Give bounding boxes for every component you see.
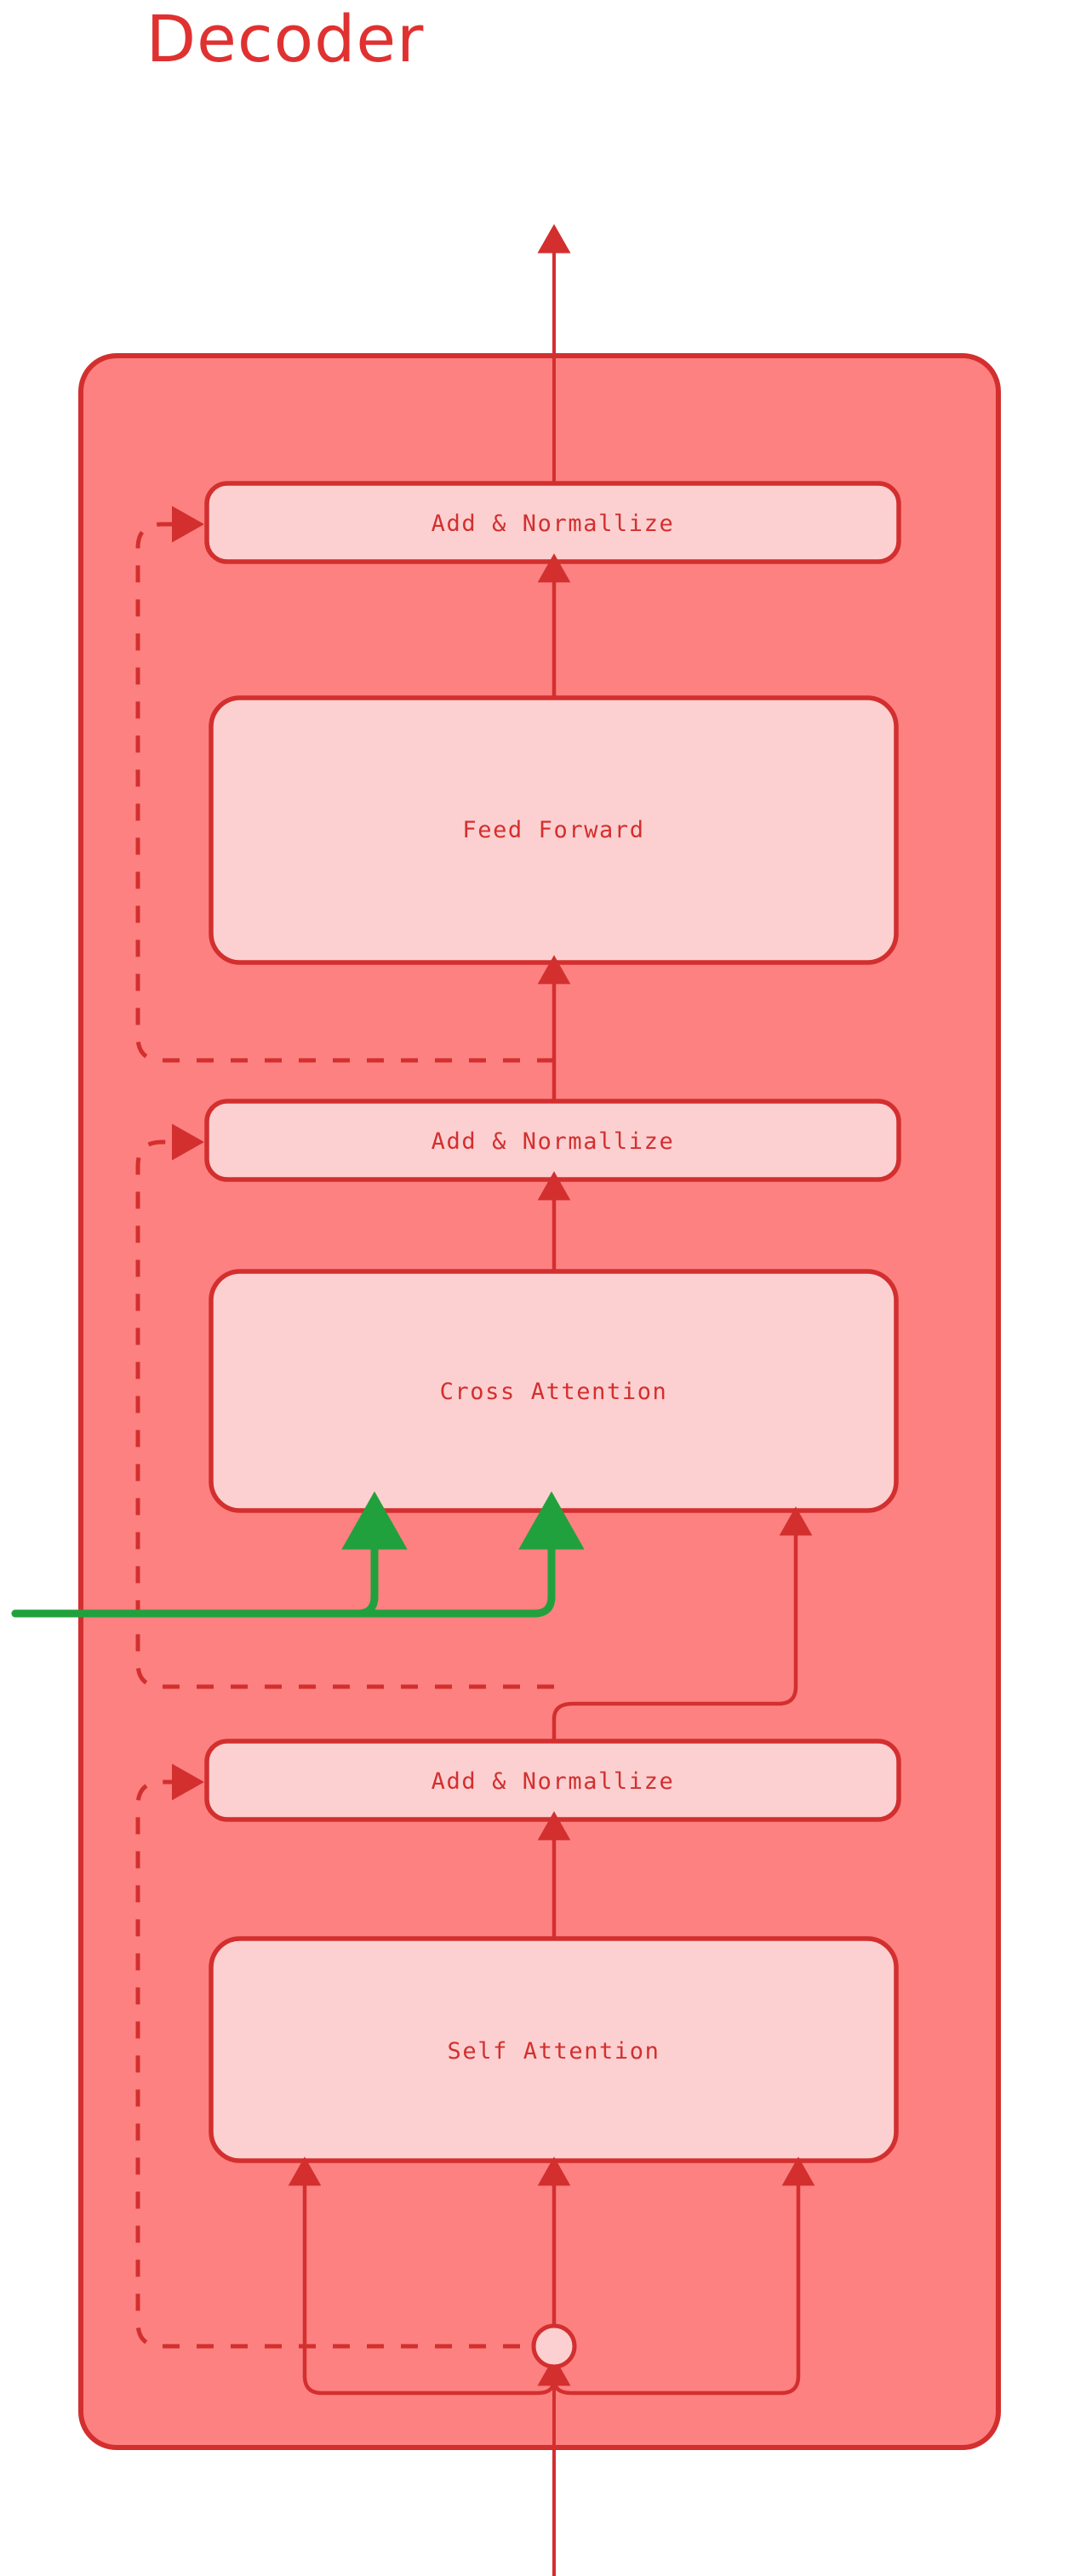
residual-mid-dashed	[135, 1123, 554, 1689]
add-norm-mid-label: Add & Normallize	[432, 1128, 675, 1155]
block-add-norm-bottom[interactable]: Add & Normallize	[204, 1739, 901, 1822]
residual-bottom-dashed	[135, 1763, 554, 2349]
block-feed-forward[interactable]: Feed Forward	[209, 695, 899, 965]
addnorm-bottom-to-crossattn-path	[552, 1506, 813, 1741]
page-title: Decoder	[146, 1, 425, 77]
add-norm-bottom-label: Add & Normallize	[432, 1768, 675, 1795]
circle-node-icon	[531, 2323, 577, 2369]
self-attention-label: Self Attention	[448, 2038, 660, 2065]
block-self-attention[interactable]: Self Attention	[209, 1936, 899, 2163]
green-encoder-flow-right-branch	[11, 1491, 585, 1618]
block-cross-attention[interactable]: Cross Attention	[209, 1269, 899, 1513]
cross-attention-label: Cross Attention	[440, 1379, 668, 1405]
add-norm-top-label: Add & Normallize	[432, 511, 675, 537]
block-add-norm-top[interactable]: Add & Normallize	[204, 481, 901, 564]
block-add-norm-mid[interactable]: Add & Normallize	[204, 1099, 901, 1182]
feed-forward-label: Feed Forward	[462, 817, 644, 843]
